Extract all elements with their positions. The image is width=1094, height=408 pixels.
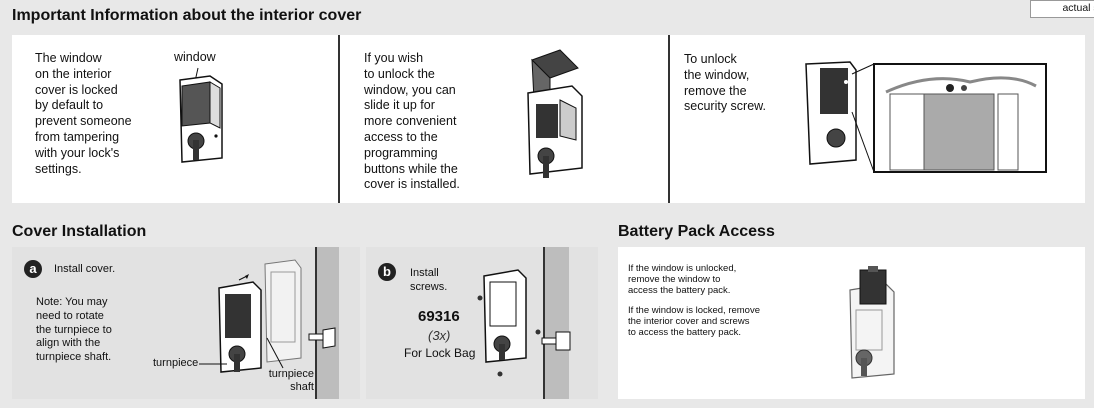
step-a-badge: a	[24, 260, 42, 278]
cover-installation-title: Cover Installation	[12, 223, 147, 240]
divider	[668, 35, 670, 203]
page-title: Important Information about the interior…	[12, 7, 362, 24]
step-a-panel	[12, 247, 360, 399]
part-bag-label: For Lock Bag	[404, 346, 476, 360]
divider	[338, 35, 340, 203]
part-number: 69316	[418, 308, 460, 325]
corner-tag: actual si	[1030, 0, 1094, 18]
turnpiece-shaft-label: turnpiece shaft	[268, 368, 314, 393]
info-col2-text: If you wish to unlock the window, you ca…	[364, 51, 460, 192]
window-callout: window	[174, 50, 216, 64]
battery-pack-illustration	[849, 266, 895, 379]
battery-title: Battery Pack Access	[618, 223, 775, 240]
security-screw-illustration	[805, 61, 1047, 173]
info-col3-text: To unlock the window, remove the securit…	[684, 52, 766, 114]
part-quantity: (3x)	[428, 328, 451, 343]
lock-cover-illustration	[179, 67, 223, 163]
battery-text-1: If the window is unlocked, remove the wi…	[628, 263, 737, 296]
battery-text-2: If the window is locked, remove the inte…	[628, 305, 761, 338]
door-edge	[543, 247, 569, 399]
step-a-text: Install cover.	[54, 263, 116, 275]
screw-install-illustration	[477, 269, 571, 377]
info-col1-text: The window on the interior cover is lock…	[35, 51, 132, 176]
lock-window-open-illustration	[527, 49, 583, 178]
cover-install-illustration	[199, 259, 336, 373]
door-edge	[315, 247, 339, 399]
turnpiece-label: turnpiece	[153, 357, 199, 369]
step-b-badge: b	[378, 263, 396, 281]
step-b-text: Install screws.	[410, 267, 448, 293]
step-a-note: Note: You may need to rotate the turnpie…	[36, 296, 112, 364]
